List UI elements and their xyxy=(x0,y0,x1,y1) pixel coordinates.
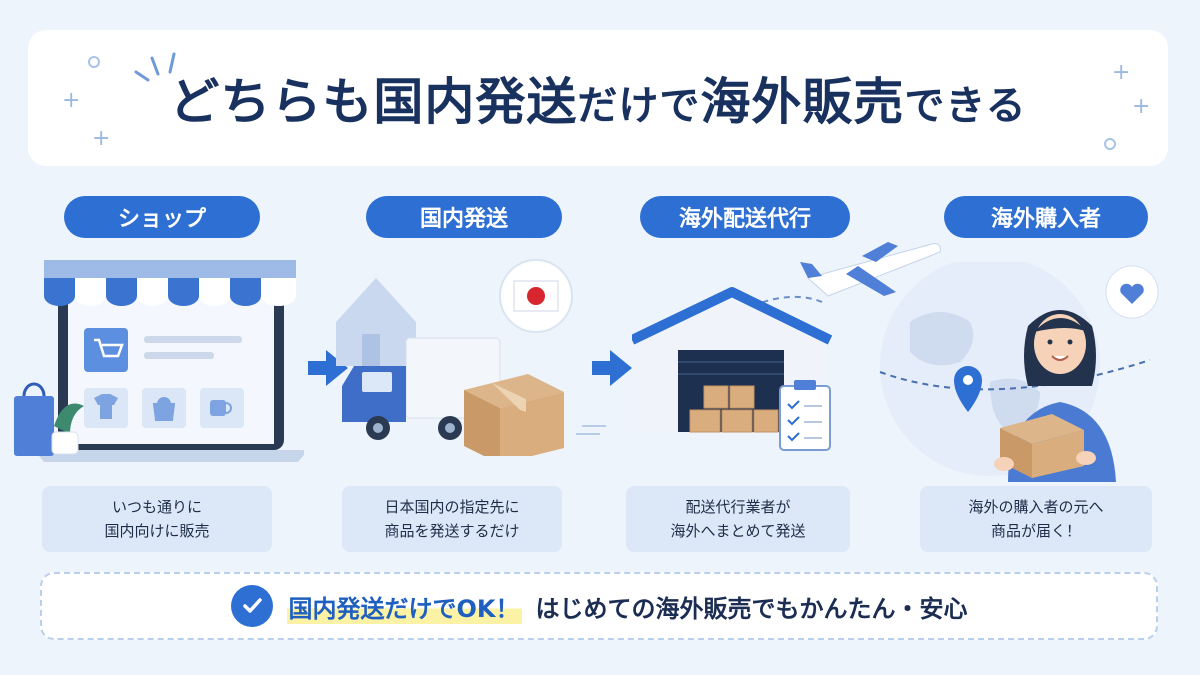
desc-box-forwarder: 配送代行業者が 海外へまとめて発送 xyxy=(626,486,850,552)
stage-pill-buyer: 海外購入者 xyxy=(944,196,1148,238)
warehouse-icon xyxy=(632,287,833,433)
title-card: どちらも国内発送だけで海外販売できる xyxy=(28,30,1168,166)
sparkle-icon: + xyxy=(1132,94,1151,119)
stage-pill-forwarder: 海外配送代行 xyxy=(640,196,850,238)
sparkle-icon: + xyxy=(1112,60,1131,85)
location-pin-icon xyxy=(954,366,982,412)
sparkle-circle-icon xyxy=(1104,138,1116,150)
stage-pill-shop: ショップ xyxy=(64,196,260,238)
clipboard-checklist-icon xyxy=(779,380,831,451)
japan-flag-icon xyxy=(499,259,573,333)
desc-line: 配送代行業者が xyxy=(685,498,791,516)
title-part-3: 海外販売 xyxy=(700,73,905,131)
sparkle-circle-icon xyxy=(88,56,100,68)
bottom-message-bar: 国内発送だけでOK！ はじめての海外販売でもかんたん・安心 xyxy=(40,572,1158,640)
flow-arrow-2 xyxy=(592,350,632,386)
desc-line: 海外の購入者の元へ xyxy=(968,498,1104,516)
domestic-shipping-illustration xyxy=(336,259,606,456)
desc-box-buyer: 海外の購入者の元へ 商品が届く！ xyxy=(920,486,1152,552)
desc-line: いつも通りに xyxy=(111,498,202,516)
title-part-2: だけで xyxy=(577,83,701,129)
title-part-1: どちらも国内発送 xyxy=(169,73,578,131)
check-icon xyxy=(230,585,273,627)
stage-pill-domestic: 国内発送 xyxy=(366,196,562,238)
bottom-highlight-text: 国内発送だけでOK！ xyxy=(286,588,522,624)
sparkle-icon: + xyxy=(62,88,81,113)
airplane-icon xyxy=(800,242,941,297)
desc-line: 商品が届く！ xyxy=(990,522,1081,540)
heart-icon xyxy=(1105,265,1159,319)
buyer-illustration xyxy=(879,262,1159,482)
store-laptop-icon xyxy=(14,260,304,462)
desc-line: 商品を発送するだけ xyxy=(384,522,520,540)
forwarding-illustration xyxy=(632,242,941,451)
page-title: どちらも国内発送だけで海外販売できる xyxy=(169,62,1026,134)
house-icon xyxy=(336,278,416,366)
bottom-message-text: はじめての海外販売でもかんたん・安心 xyxy=(535,594,968,623)
desc-box-domestic: 日本国内の指定先に 商品を発送するだけ xyxy=(342,486,562,552)
desc-box-shop: いつも通りに 国内向けに販売 xyxy=(42,486,272,552)
sparkle-icon: + xyxy=(92,126,111,151)
desc-line: 国内向けに販売 xyxy=(104,522,210,540)
cardboard-box-icon xyxy=(464,374,564,456)
sparkle-rays-icon xyxy=(134,52,176,82)
buyer-person-icon xyxy=(994,310,1116,482)
title-part-4: できる xyxy=(904,83,1027,129)
desc-line: 日本国内の指定先に xyxy=(384,498,520,516)
desc-line: 海外へまとめて発送 xyxy=(670,522,806,540)
